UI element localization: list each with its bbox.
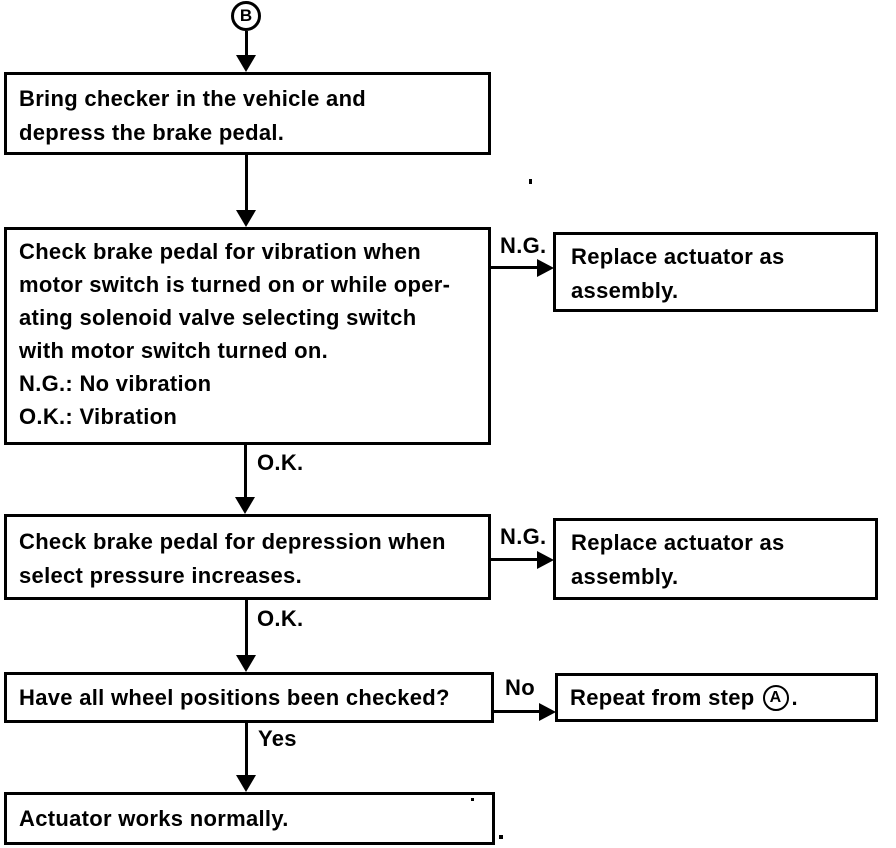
branch-label-ng-2: N.G. <box>500 524 547 550</box>
arrowhead-down-4-icon <box>236 655 256 672</box>
connector-line-box2-to-replace1 <box>491 266 539 269</box>
box-text-line: Replace actuator as <box>571 530 785 555</box>
connector-line-box2-to-box3 <box>244 445 247 499</box>
box-text-prefix: Repeat from step <box>570 684 755 710</box>
branch-label-ok-2: O.K. <box>257 606 304 632</box>
arrowhead-down-3-icon <box>235 497 255 514</box>
arrowhead-down-2-icon <box>236 210 256 227</box>
scan-speck <box>529 179 532 184</box>
box-text-line: Check brake pedal for vibration when <box>19 239 422 264</box>
connector-circle-b: B <box>231 1 261 31</box>
flow-box-check-vibration: Check brake pedal for vibration when mot… <box>4 227 491 445</box>
box-text-line: ating solenoid valve selecting switch <box>19 305 417 330</box>
connector-line-box3-to-replace2 <box>491 558 539 561</box>
arrowhead-right-2-icon <box>537 551 554 569</box>
connector-line-box1-to-box2 <box>245 155 248 212</box>
connector-line-box4-to-repeat <box>494 710 541 713</box>
arrowhead-right-1-icon <box>537 259 554 277</box>
box-text-line: assembly. <box>571 564 679 589</box>
flow-box-wheel-positions: Have all wheel positions been checked? <box>4 672 494 723</box>
flow-box-actuator-normal: Actuator works normally. <box>4 792 495 845</box>
flow-box-check-depression: Check brake pedal for depression when se… <box>4 514 491 600</box>
box-text-line: with motor switch turned on. <box>19 338 329 363</box>
flow-box-replace-actuator-1: Replace actuator as assembly. <box>553 232 878 312</box>
connector-a-label: A <box>769 688 782 706</box>
scan-speck <box>471 798 474 801</box>
box-text-line: select pressure increases. <box>19 563 302 588</box>
branch-label-no: No <box>505 675 535 701</box>
scan-speck <box>499 835 503 839</box>
box-text-line: O.K.: Vibration <box>19 404 178 429</box>
box-text-line: Replace actuator as <box>571 244 785 269</box>
branch-label-yes: Yes <box>258 726 297 752</box>
box-text-line: motor switch is turned on or while oper- <box>19 272 451 297</box>
connector-line-box4-to-box5 <box>245 723 248 777</box>
box-text-suffix: . <box>791 684 798 710</box>
connector-line-b-to-box1 <box>245 31 248 58</box>
arrowhead-down-1-icon <box>236 55 256 72</box>
box-text-line: Actuator works normally. <box>19 805 289 831</box>
box-text-line: assembly. <box>571 278 679 303</box>
arrowhead-down-5-icon <box>236 775 256 792</box>
box-text-line: Have all wheel positions been checked? <box>19 684 450 710</box>
flow-box-replace-actuator-2: Replace actuator as assembly. <box>553 518 878 600</box>
connector-circle-a: A <box>762 684 789 711</box>
box-text-line: N.G.: No vibration <box>19 371 212 396</box>
branch-label-ng-1: N.G. <box>500 233 547 259</box>
branch-label-ok-1: O.K. <box>257 450 304 476</box>
box-text-line: Bring checker in the vehicle and <box>19 86 367 111</box>
flow-box-bring-checker: Bring checker in the vehicle and depress… <box>4 72 491 155</box>
arrowhead-right-3-icon <box>539 703 556 721</box>
connector-line-box3-to-box4 <box>245 600 248 656</box>
box-text-line: depress the brake pedal. <box>19 120 285 145</box>
connector-b-label: B <box>239 6 253 25</box>
flow-box-repeat-step: Repeat from step A . <box>555 673 878 722</box>
box-text-line: Check brake pedal for depression when <box>19 529 446 554</box>
